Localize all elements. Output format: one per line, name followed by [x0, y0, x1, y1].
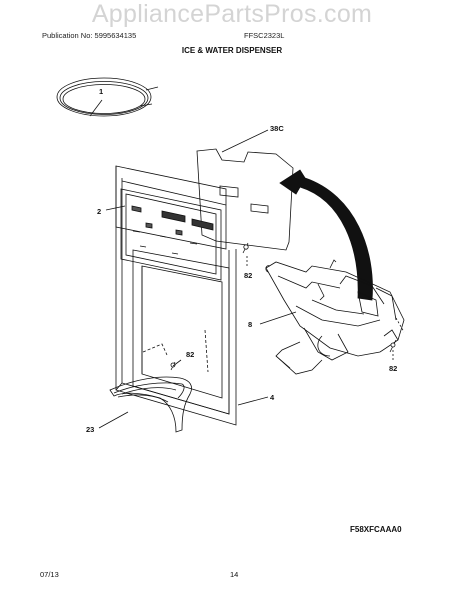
callout-82-lower: 82 — [186, 350, 194, 359]
leader-23 — [98, 411, 129, 429]
control-panel-part — [115, 165, 227, 281]
leader-8 — [259, 311, 297, 325]
screw-82-right — [389, 339, 397, 353]
screw-82-upper — [242, 242, 249, 254]
page-number: 14 — [230, 570, 239, 579]
callout-1: 1 — [99, 87, 103, 96]
callout-4: 4 — [270, 393, 275, 402]
callout-8: 8 — [248, 320, 252, 329]
dashed-guide-right — [395, 317, 405, 333]
callout-82-upper: 82 — [244, 271, 252, 280]
publication-number: Publication No: 5995634135 — [42, 31, 137, 40]
callout-82-right: 82 — [389, 364, 397, 373]
dispenser-housing-part — [115, 166, 237, 426]
leader-4 — [237, 396, 269, 406]
diagram-code: F58XFCAAA0 — [350, 525, 402, 534]
tubing-coil-part — [56, 77, 159, 117]
drip-tray-part — [109, 376, 192, 433]
insulation-pad-part — [196, 148, 294, 251]
watermark: AppliancePartsPros.com — [91, 0, 373, 28]
leader-82-lower — [172, 359, 182, 367]
footer-date: 07/13 — [40, 570, 59, 579]
leader-1 — [89, 99, 103, 117]
callout-38c: 38C — [270, 124, 284, 133]
model-number: FFSC2323L — [244, 31, 285, 40]
page-title: ICE & WATER DISPENSER — [181, 46, 283, 55]
leader-38c — [221, 129, 269, 153]
assembly-direction-arrow — [279, 169, 373, 301]
actuator-assembly-part — [265, 259, 405, 375]
callout-2: 2 — [97, 207, 101, 216]
callout-23: 23 — [86, 425, 94, 434]
